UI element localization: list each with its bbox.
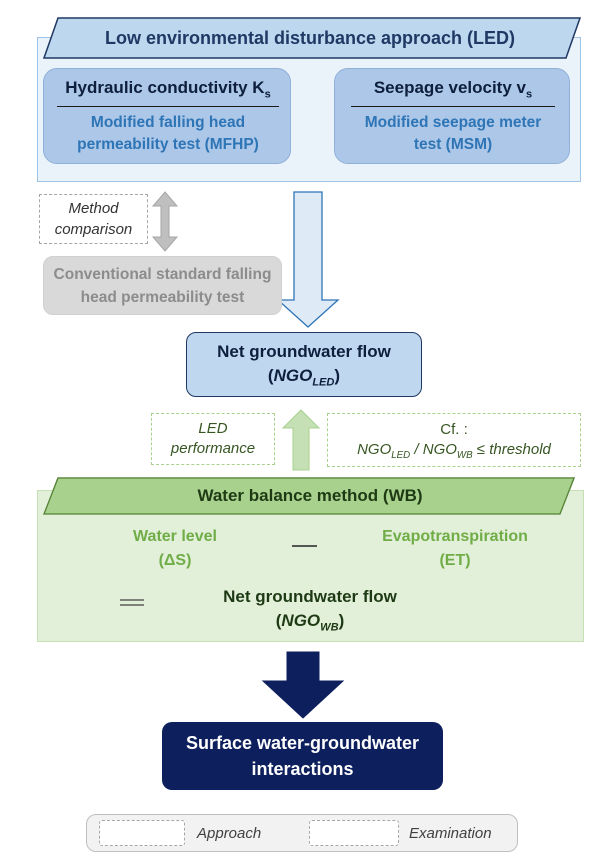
hydraulic-box: Hydraulic conductivity Ks Modified falli… <box>43 68 291 164</box>
cf-line1: Cf. : <box>440 421 468 438</box>
ngo-led-line1: Net groundwater flow <box>217 342 391 361</box>
seepage-title: Seepage velocity vs <box>373 78 533 101</box>
performance-line2: performance <box>170 440 256 457</box>
hydraulic-title: Hydraulic conductivity Ks <box>65 78 271 101</box>
to-final-arrow <box>261 651 345 719</box>
cf-line2: NGOLED / NGOWB ≤ threshold <box>357 441 551 461</box>
water-level-label: Water level (ΔS) <box>133 528 217 569</box>
seepage-rule <box>351 106 555 107</box>
wb-to-ngo-arrow <box>281 409 321 471</box>
conventional-line1: Conventional standard falling <box>53 266 272 283</box>
led-banner <box>42 17 582 59</box>
evapotranspiration-label: Evapotranspiration (ET) <box>382 528 528 569</box>
led-title: Low environmental disturbance approach (… <box>104 28 516 48</box>
wb-title: Water balance method (WB) <box>197 486 423 505</box>
seepage-box: Seepage velocity vs Modified seepage met… <box>334 68 570 164</box>
comparison-line1: Method <box>68 200 119 217</box>
comparison-line2: comparison <box>54 221 133 238</box>
ngo-wb-label: Net groundwater flow (NGOWB) <box>223 587 397 634</box>
method-comparison-box: Method comparison <box>39 194 148 244</box>
final-line2: interactions <box>251 759 354 779</box>
ngo-led-line2: (NGOLED) <box>267 366 341 389</box>
hydraulic-method: Modified falling head permeability test … <box>77 114 259 153</box>
legend: Approach Examination <box>86 814 518 852</box>
seepage-method: Modified seepage meter test (MSM) <box>364 114 542 153</box>
led-to-ngo-arrow <box>276 191 340 328</box>
led-performance-box: LED performance <box>151 413 275 465</box>
cf-threshold-box: Cf. : NGOLED / NGOWB ≤ threshold <box>327 413 581 467</box>
performance-line1: LED <box>198 420 228 437</box>
surface-groundwater-box: Surface water-groundwater interactions <box>162 722 443 790</box>
ngo-led-box: Net groundwater flow (NGOLED) <box>186 332 422 397</box>
conventional-test-box: Conventional standard falling head perme… <box>43 256 282 315</box>
legend-examination-swatch <box>309 820 399 846</box>
legend-examination-label: Examination <box>409 825 492 842</box>
legend-approach-label: Approach <box>197 825 262 842</box>
comparison-double-arrow <box>151 191 179 252</box>
final-line1: Surface water-groundwater <box>185 733 420 753</box>
hydraulic-rule <box>57 106 279 107</box>
legend-approach-swatch <box>99 820 185 846</box>
conventional-line2: head permeability test <box>80 289 245 306</box>
